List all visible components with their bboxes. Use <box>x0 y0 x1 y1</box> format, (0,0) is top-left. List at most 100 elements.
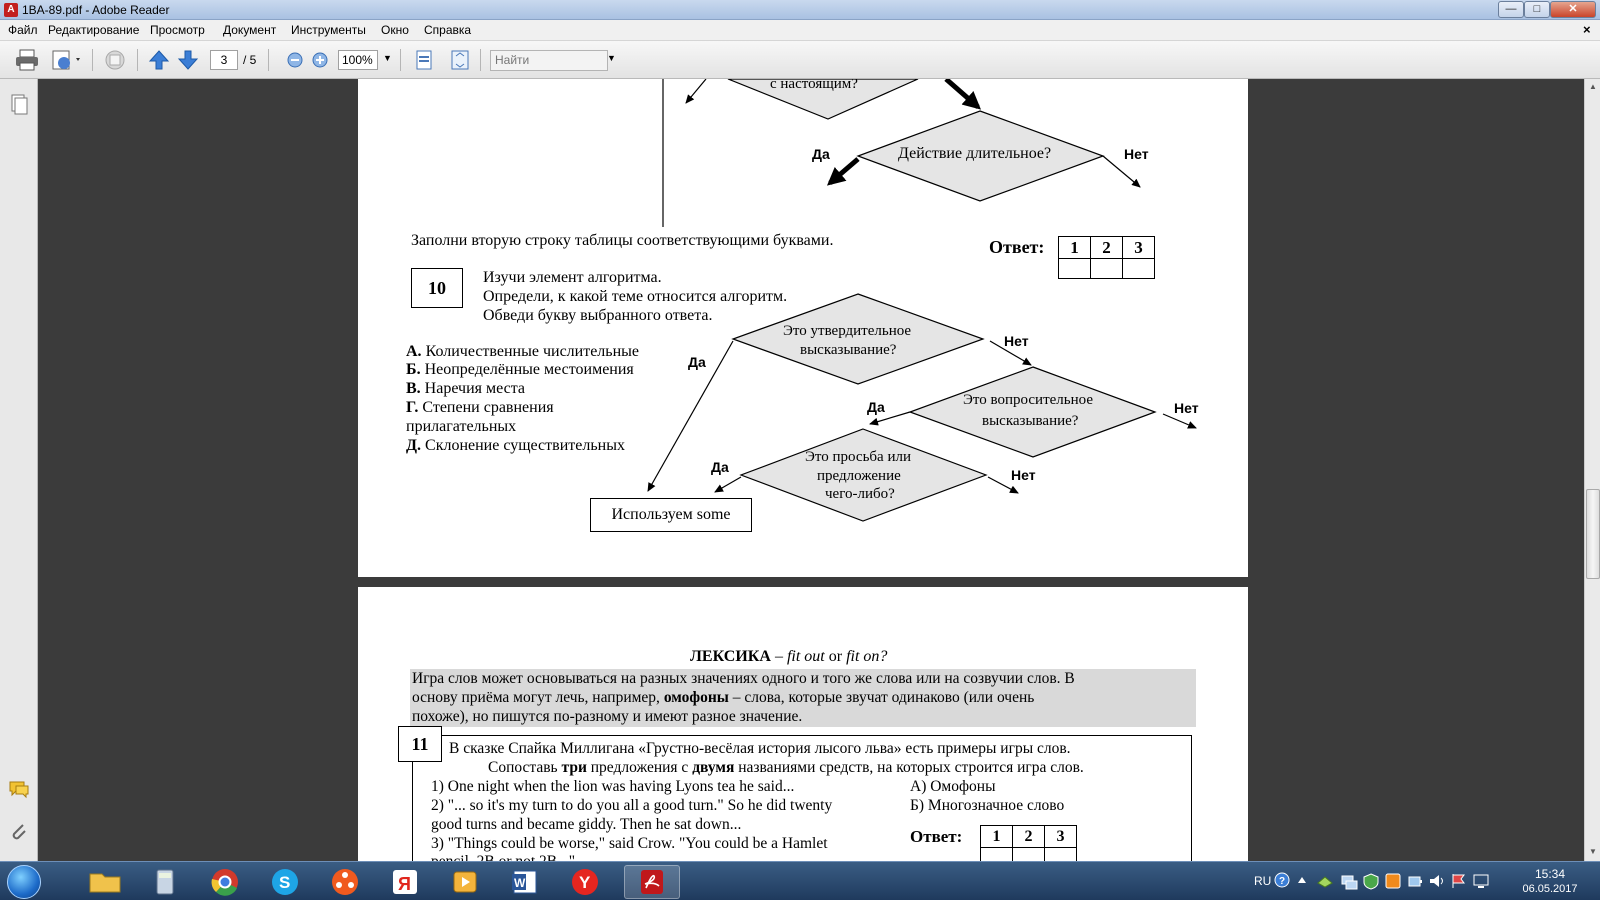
antivirus-icon[interactable] <box>1384 872 1402 890</box>
option-g[interactable]: Г. Степени сравнения <box>406 399 554 416</box>
option-d[interactable]: Д. Склонение существительных <box>406 437 625 454</box>
no-label: Нет <box>1124 146 1149 162</box>
taskbar-yandex[interactable]: Я <box>380 865 430 899</box>
previous-page-icon[interactable] <box>147 48 171 72</box>
task-line: Обведи букву выбранного ответа. <box>483 307 713 324</box>
yes-label: Да <box>867 399 885 415</box>
tray-app-icon[interactable] <box>1316 873 1334 889</box>
task-11-line1: В сказке Спайка Миллигана «Грустно-весёл… <box>449 740 1071 757</box>
task-number-10: 10 <box>411 268 463 308</box>
svg-text:?: ? <box>1279 876 1285 887</box>
document-page-4: ЛЕКСИКА – fit out or fit on? Игра слов м… <box>358 587 1248 861</box>
no-label: Нет <box>1004 333 1029 349</box>
search-input[interactable]: Найти <box>490 50 608 71</box>
scroll-up-icon[interactable]: ▲ <box>1589 82 1597 91</box>
menu-file[interactable]: Файл <box>8 23 38 37</box>
answer-col-3: 3 <box>1122 236 1155 259</box>
scroll-down-icon[interactable]: ▼ <box>1589 847 1597 856</box>
menu-view[interactable]: Просмотр <box>150 23 205 37</box>
next-page-icon[interactable] <box>176 48 200 72</box>
zoom-level-input[interactable]: 100% <box>338 50 378 70</box>
help-icon[interactable]: ? <box>1274 871 1290 889</box>
no-label: Нет <box>1011 467 1036 483</box>
answer-cell[interactable] <box>980 847 1013 861</box>
menu-edit[interactable]: Редактирование <box>48 23 140 37</box>
collaborate-icon[interactable] <box>102 48 128 72</box>
answer-option-b: Б) Многозначное слово <box>910 797 1065 814</box>
taskbar-media-player[interactable] <box>320 865 370 899</box>
option-a[interactable]: А. Количественные числительные <box>406 343 639 360</box>
answer-cell[interactable] <box>1122 258 1155 279</box>
menu-help[interactable]: Справка <box>424 23 472 37</box>
option-b[interactable]: Б. Неопределённые местоимения <box>406 361 634 378</box>
taskbar-video-player[interactable] <box>440 865 490 899</box>
start-button[interactable] <box>7 865 41 899</box>
close-window-button[interactable]: ✕ <box>1550 1 1596 18</box>
clock-date[interactable]: 06.05.2017 <box>1522 883 1578 895</box>
export-icon[interactable] <box>50 48 84 72</box>
keyboard-language[interactable]: RU <box>1254 874 1272 888</box>
answer-col-1: 1 <box>1058 236 1091 259</box>
taskbar-adobe-reader[interactable] <box>624 865 680 899</box>
minimize-button[interactable]: — <box>1498 1 1524 18</box>
taskbar-explorer[interactable] <box>80 865 130 899</box>
pages-panel-icon[interactable] <box>9 93 29 115</box>
duration-diamond <box>856 110 1105 202</box>
answer-cell[interactable] <box>1012 847 1045 861</box>
page-number-input[interactable]: 3 <box>210 50 238 70</box>
answer-col-1: 1 <box>980 825 1013 848</box>
question-diamond-line2: высказывание? <box>982 413 1079 429</box>
zoom-dropdown-icon[interactable]: ▼ <box>383 53 392 63</box>
power-icon[interactable] <box>1406 872 1424 890</box>
option-v[interactable]: В. Наречия места <box>406 380 526 397</box>
scrollbar-thumb[interactable] <box>1586 489 1600 579</box>
menu-bar: Файл Редактирование Просмотр Документ Ин… <box>0 20 1600 41</box>
answer-table: 1 2 3 <box>980 825 1077 861</box>
security-icon[interactable] <box>1362 872 1380 890</box>
display-icon[interactable] <box>1472 872 1490 890</box>
question-diamond <box>908 366 1157 458</box>
answer-cell[interactable] <box>1058 258 1091 279</box>
sentence-3: 3) "Things could be worse," said Crow. "… <box>431 835 828 852</box>
flowchart <box>647 79 1197 522</box>
answer-cell[interactable] <box>1090 258 1123 279</box>
menu-tools[interactable]: Инструменты <box>291 23 366 37</box>
adobe-reader-icon: A <box>4 3 18 17</box>
word-icon: W <box>512 870 537 894</box>
answer-table: 1 2 3 <box>1058 236 1155 279</box>
action-center-icon[interactable] <box>1450 872 1468 890</box>
taskbar-skype[interactable]: S <box>260 865 310 899</box>
vertical-scrollbar[interactable]: ▲ ▼ <box>1584 79 1600 861</box>
taskbar-word[interactable]: W <box>500 865 550 899</box>
attachments-icon[interactable] <box>9 821 29 843</box>
search-dropdown-icon[interactable]: ▼ <box>607 53 616 63</box>
info-line: основу приёма могут лечь, например, омоф… <box>412 689 1035 706</box>
print-icon[interactable] <box>14 48 40 72</box>
taskbar-chrome[interactable] <box>200 865 250 899</box>
video-player-icon <box>453 871 477 893</box>
zoom-out-icon[interactable] <box>285 48 305 72</box>
document-page-3: с настоящим? Действие длительное? Да Нет… <box>358 79 1248 577</box>
answer-option-a: А) Омофоны <box>910 778 996 795</box>
document-viewport[interactable]: с настоящим? Действие длительное? Да Нет… <box>38 79 1584 861</box>
answer-cell[interactable] <box>1044 847 1077 861</box>
zoom-in-icon[interactable] <box>310 48 330 72</box>
taskbar-yandex-browser[interactable]: Y <box>560 865 610 899</box>
info-line: Игра слов может основываться на разных з… <box>412 670 1075 687</box>
yandex-browser-icon: Y <box>572 869 598 895</box>
fit-page-icon[interactable] <box>412 48 436 72</box>
show-hidden-icons-icon[interactable] <box>1296 871 1308 891</box>
comments-icon[interactable] <box>8 779 30 799</box>
maximize-button[interactable]: □ <box>1524 1 1550 18</box>
network-icon[interactable] <box>1340 872 1358 890</box>
full-screen-icon[interactable] <box>448 48 472 72</box>
volume-icon[interactable] <box>1428 872 1446 890</box>
adobe-reader-icon <box>641 870 663 894</box>
close-document-button[interactable]: × <box>1583 22 1591 37</box>
taskbar-calculator[interactable] <box>140 865 190 899</box>
menu-window[interactable]: Окно <box>381 23 409 37</box>
result-box: Используем some <box>590 498 752 532</box>
menu-document[interactable]: Документ <box>223 23 277 37</box>
yes-label: Да <box>688 354 706 370</box>
clock-time[interactable]: 15:34 <box>1534 867 1566 881</box>
